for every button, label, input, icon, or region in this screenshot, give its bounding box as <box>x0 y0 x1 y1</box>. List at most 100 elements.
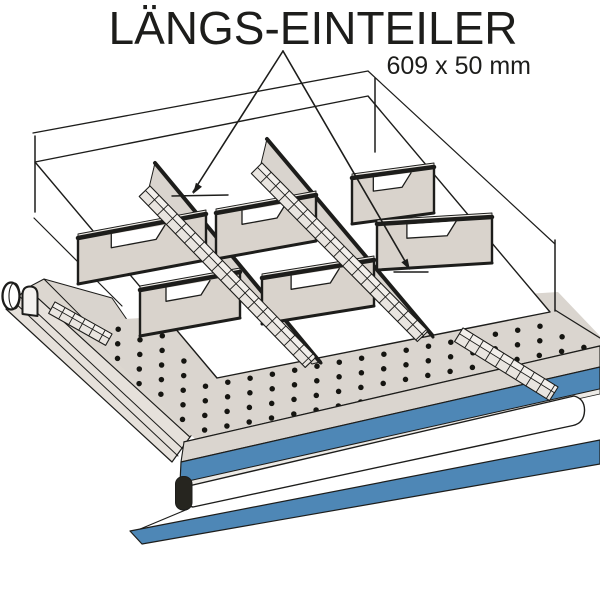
leader-line-right <box>282 50 410 269</box>
slot-wall-serration-right-tooth <box>406 319 418 332</box>
perforation-dot <box>180 402 186 408</box>
perforation-dot <box>246 404 253 411</box>
slot-wall-serration-left-tooth <box>229 278 242 291</box>
rail-profile-line <box>11 299 179 457</box>
perforation-dot <box>335 388 342 395</box>
slot-wall-serration-left-tooth <box>165 213 178 225</box>
perforation-dot <box>225 379 231 385</box>
divider-panel-back-right-notch-outline <box>372 172 412 192</box>
slot-wall-serration-left-tooth <box>283 334 296 347</box>
perforation-dot <box>447 368 453 375</box>
leader-lines <box>171 50 429 273</box>
leader-tick-left <box>171 194 229 197</box>
slot-wall-serration-right-tooth <box>260 171 272 184</box>
perforation-dot <box>403 362 409 368</box>
roller-wheel-rim <box>8 282 21 310</box>
perforation-dot <box>114 341 121 347</box>
labels: LÄNGS-EINTEILER 609 x 50 mm <box>109 2 532 80</box>
slot-wall-serration-right-tooth <box>278 190 290 202</box>
perforation-dot <box>202 398 209 404</box>
slot-wall-serration-left-tooth <box>274 325 287 337</box>
slot-wall-serration-right-tooth <box>305 218 318 230</box>
right-wall-slot-strip-tooth <box>484 346 495 362</box>
drawer-right-rim-line <box>367 70 556 245</box>
perforation-dot <box>136 380 142 387</box>
front-blue-stripe-lower <box>129 439 600 545</box>
perforation-dot <box>202 412 208 419</box>
divider-panel-back-middle-top-edge <box>213 192 319 216</box>
slot-wall-serration-right-tooth <box>314 227 327 239</box>
right-wall-slot-strip-tooth <box>535 378 546 393</box>
slot-wall-serration-right-tooth <box>369 282 382 295</box>
perforation-dot <box>180 387 186 393</box>
left-wall-slot-strip-tooth <box>68 312 76 326</box>
slot-wall-serration-right-tooth <box>397 310 409 322</box>
perforation-dot <box>447 354 454 360</box>
perforation-dot <box>269 386 275 392</box>
right-wall-slot-strip-tooth <box>515 365 525 381</box>
perforation-dot <box>224 408 230 415</box>
slot-wall-serration-left-tooth <box>238 288 251 300</box>
perforation-dot <box>268 415 275 421</box>
drawer-body <box>1 70 600 545</box>
slot-wall-serration-left-tooth <box>193 241 205 253</box>
slot-wall-serration-left-tooth <box>256 306 269 319</box>
arrowhead-icon <box>193 182 202 194</box>
divider-panel-back-middle-bottom-edge <box>214 239 318 261</box>
perforation-dot <box>425 343 432 349</box>
divider-panel-front-right-top-edge <box>374 214 495 227</box>
slot-wall-serration-left-tooth <box>292 344 305 356</box>
perforation-dot <box>336 374 342 380</box>
perforation-dot <box>358 355 365 361</box>
perforation-dot <box>181 358 187 364</box>
perforation-dot <box>380 380 386 387</box>
perforation-dot <box>291 367 298 373</box>
left-wall-slot-strip-tooth <box>88 324 96 337</box>
slot-wall-serration-left-tooth <box>301 353 314 365</box>
slot-wall-tip <box>426 329 435 339</box>
perforation-dot <box>224 423 230 429</box>
perforation-dot <box>536 352 543 359</box>
perforation-dot <box>179 416 186 423</box>
perforation-dot <box>402 376 409 383</box>
perforation-dot <box>537 323 543 329</box>
divider-panel-back-left-notch <box>111 224 166 248</box>
divider-panel-front-left-bottom-edge <box>138 316 242 338</box>
rail-profile-line <box>17 294 184 450</box>
slot-wall-serration-right-tooth <box>378 292 391 304</box>
divider-panel-front-left-notch <box>166 280 210 302</box>
left-wall-slot-strip-tooth <box>58 307 66 320</box>
slot-wall-serration-right-tooth <box>333 245 345 258</box>
right-wall-top-edge <box>554 309 600 339</box>
perforation-dot <box>159 347 165 354</box>
perforation-dot <box>514 327 521 333</box>
left-wall-slot-strip-tooth <box>98 329 106 342</box>
slot-wall-serration-right-tooth <box>387 301 400 313</box>
right-wall-slot-strip-top <box>459 327 559 394</box>
perforation-dot <box>159 333 166 339</box>
divider-panel-back-left-bottom-edge <box>76 258 208 286</box>
front-top-face <box>180 345 600 463</box>
arrowhead-icon <box>401 258 410 270</box>
slot-wall-serration-left-tooth <box>211 260 223 272</box>
divider-panel-back-left-notch-outline <box>110 224 166 249</box>
slot-wall-serration-right-tooth <box>415 329 427 341</box>
perforation-dot <box>559 334 565 340</box>
perforation-dot <box>158 362 165 368</box>
slot-wall-serration-right-tooth <box>342 255 354 267</box>
perforation-dot <box>268 400 275 407</box>
perforation-dot <box>358 370 365 376</box>
slot-wall-serration-left-tooth <box>156 204 169 216</box>
divider-panel-back-right-bottom-edge <box>350 211 436 226</box>
perforation-dot <box>336 359 343 365</box>
perforation-dot <box>403 347 409 353</box>
perforation-dot <box>380 366 387 372</box>
slot-wall-top-edge <box>265 137 434 337</box>
perforation-dot <box>201 427 208 433</box>
slot-wall-serration-right-tooth <box>287 199 299 211</box>
slot-wall-serration-right-tooth <box>360 273 373 285</box>
right-wall-slot-strip-tooth <box>474 340 484 355</box>
slot-wall-serration-right-tooth <box>296 208 309 221</box>
perforation-dot <box>224 394 231 400</box>
